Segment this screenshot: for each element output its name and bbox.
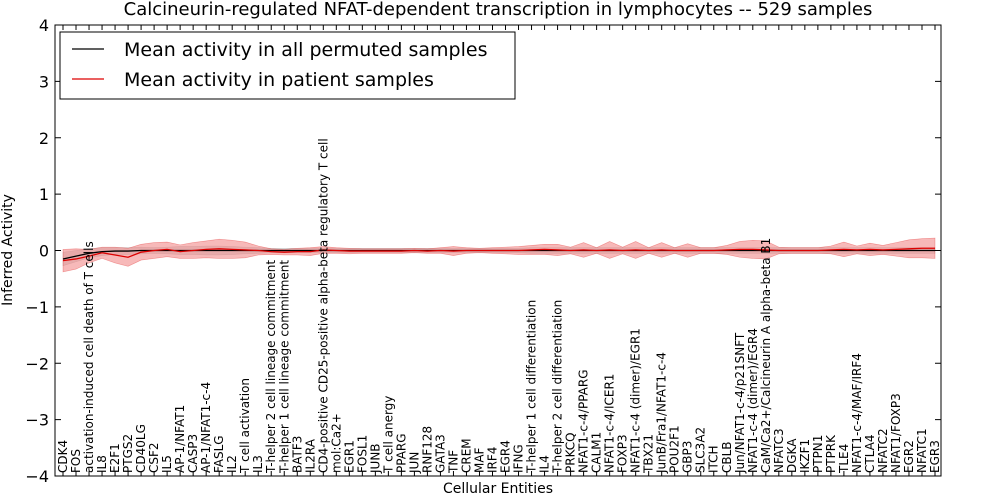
x-category-label: IL3 (251, 455, 265, 473)
y-axis-title: Inferred Activity (0, 194, 16, 306)
x-category-label: activation-induced cell death of T cells (82, 241, 96, 473)
x-category-label: AP-1/NFAT1-c-4 (199, 382, 213, 473)
x-category-label: EGR3 (928, 440, 942, 473)
x-category-label: JunB/Fra1/NFAT1-c-4 (655, 352, 669, 474)
x-category-label: ITCH (707, 445, 721, 473)
x-category-label: CSF2 (147, 442, 161, 473)
x-category-label: T-helper 2 cell lineage commitment (264, 260, 278, 474)
x-category-label: FOS (69, 449, 83, 473)
legend-box (59, 31, 516, 100)
x-category-label: CASP3 (186, 434, 200, 473)
legend-label-patient: Mean activity in patient samples (124, 69, 434, 91)
x-category-label: BATF3 (290, 436, 304, 473)
y-tick-label: 3 (39, 72, 49, 91)
x-category-label: IL4 (538, 455, 552, 473)
x-category-label: NFAT1-c-4/ICER1 (603, 374, 617, 473)
x-category-label: PRKCQ (564, 432, 578, 473)
x-category-label: T-helper 2 cell differentiation (551, 300, 565, 474)
x-category-label: FASLG (212, 435, 226, 473)
x-category-label: TNF (446, 450, 460, 474)
x-category-label: EGR2 (902, 440, 916, 473)
x-category-label: EGR4 (499, 440, 513, 473)
x-category-label: GATA3 (433, 434, 447, 473)
x-category-label: IKZF1 (798, 439, 812, 473)
x-category-label: DGKA (785, 438, 799, 473)
x-category-label: NFATC1 (915, 428, 929, 473)
x-category-label: TLE4 (837, 444, 851, 474)
x-category-label: TBX21 (642, 434, 656, 474)
x-category-label: PTPRK (824, 434, 838, 473)
x-category-label: NFATC2 (876, 428, 890, 473)
x-category-label: JUN (407, 452, 421, 474)
x-category-label: CALM1 (590, 432, 604, 473)
x-category-label: AP-1/NFAT1 (173, 405, 187, 473)
y-tick-label: −4 (25, 467, 49, 486)
x-category-label: CDK4 (56, 440, 70, 473)
x-category-label: POU2F1 (668, 425, 682, 473)
x-category-label: IRF4 (485, 447, 499, 473)
x-category-label: FOXP3 (616, 434, 630, 473)
x-category-label: NFATC3 (772, 428, 786, 473)
x-category-label: IL5 (160, 455, 174, 473)
x-category-label: IFNG (512, 444, 526, 473)
y-tick-label: 1 (39, 185, 49, 204)
x-category-label: IL2RA (303, 438, 317, 473)
x-axis-title: Cellular Entities (443, 481, 553, 497)
x-category-label: MAF (472, 447, 486, 473)
y-tick-label: −3 (25, 411, 49, 430)
x-category-label: JUNB (368, 443, 382, 474)
x-category-label: NFAT1/FOXP3 (889, 393, 903, 473)
x-category-label: T cell anergy (381, 396, 395, 474)
y-tick-label: 0 (39, 242, 49, 261)
x-category-label: CaM/Ca2+/Calcineurin A alpha-beta B1 (759, 238, 773, 473)
y-tick-label: 2 (39, 129, 49, 148)
patient-band (62, 237, 936, 273)
y-tick-label: −2 (25, 354, 49, 373)
y-tick-label: −1 (25, 298, 49, 317)
x-category-label: NFAT1-c-4 (dimer)/EGR4 (746, 328, 760, 473)
x-category-label: FOSL1 (355, 435, 369, 473)
x-category-label: CD40LG (134, 424, 148, 473)
chart-title: Calcineurin-regulated NFAT-dependent tra… (124, 0, 873, 20)
x-category-label: CBLB (720, 441, 734, 473)
legend-label-permuted: Mean activity in all permuted samples (124, 39, 487, 61)
legend: Mean activity in all permuted samples Me… (59, 31, 516, 100)
x-category-label: CD4-positive CD25-positive alpha-beta re… (316, 138, 330, 473)
x-category-label: CTLA4 (863, 434, 877, 473)
x-category-label: PPARG (394, 433, 408, 473)
x-category-label: mol:Ca2+ (329, 413, 343, 473)
x-category-label: IL8 (95, 455, 109, 473)
y-tick-label: 4 (39, 16, 49, 35)
x-category-label: T-helper 1 cell lineage commitment (277, 260, 291, 474)
x-category-label: SLC3A2 (694, 427, 708, 473)
patient-mean-line (62, 247, 935, 262)
x-category-label: GBP3 (681, 441, 695, 473)
x-category-label: EGR1 (342, 440, 356, 473)
x-category-label: PTGS2 (121, 434, 135, 473)
x-category-label: CREM (459, 438, 473, 473)
x-category-label: RNF128 (420, 426, 434, 473)
x-category-label: PTPN1 (811, 435, 825, 473)
x-category-label: NFAT1-c-4 (dimer)/EGR1 (629, 328, 643, 473)
x-category-label: E2F1 (108, 443, 122, 473)
x-category-label: T cell activation (238, 378, 252, 474)
x-category-label: Jun/NFAT1-c-4/p21SNFT (733, 332, 747, 474)
x-category-label: T-helper 1 cell differentiation (525, 300, 539, 474)
x-category-label: NFAT1-c-4/MAF/IRF4 (850, 353, 864, 473)
x-category-label: NFAT1-c-4/PPARG (577, 369, 591, 473)
x-category-label: IL2 (225, 455, 239, 473)
